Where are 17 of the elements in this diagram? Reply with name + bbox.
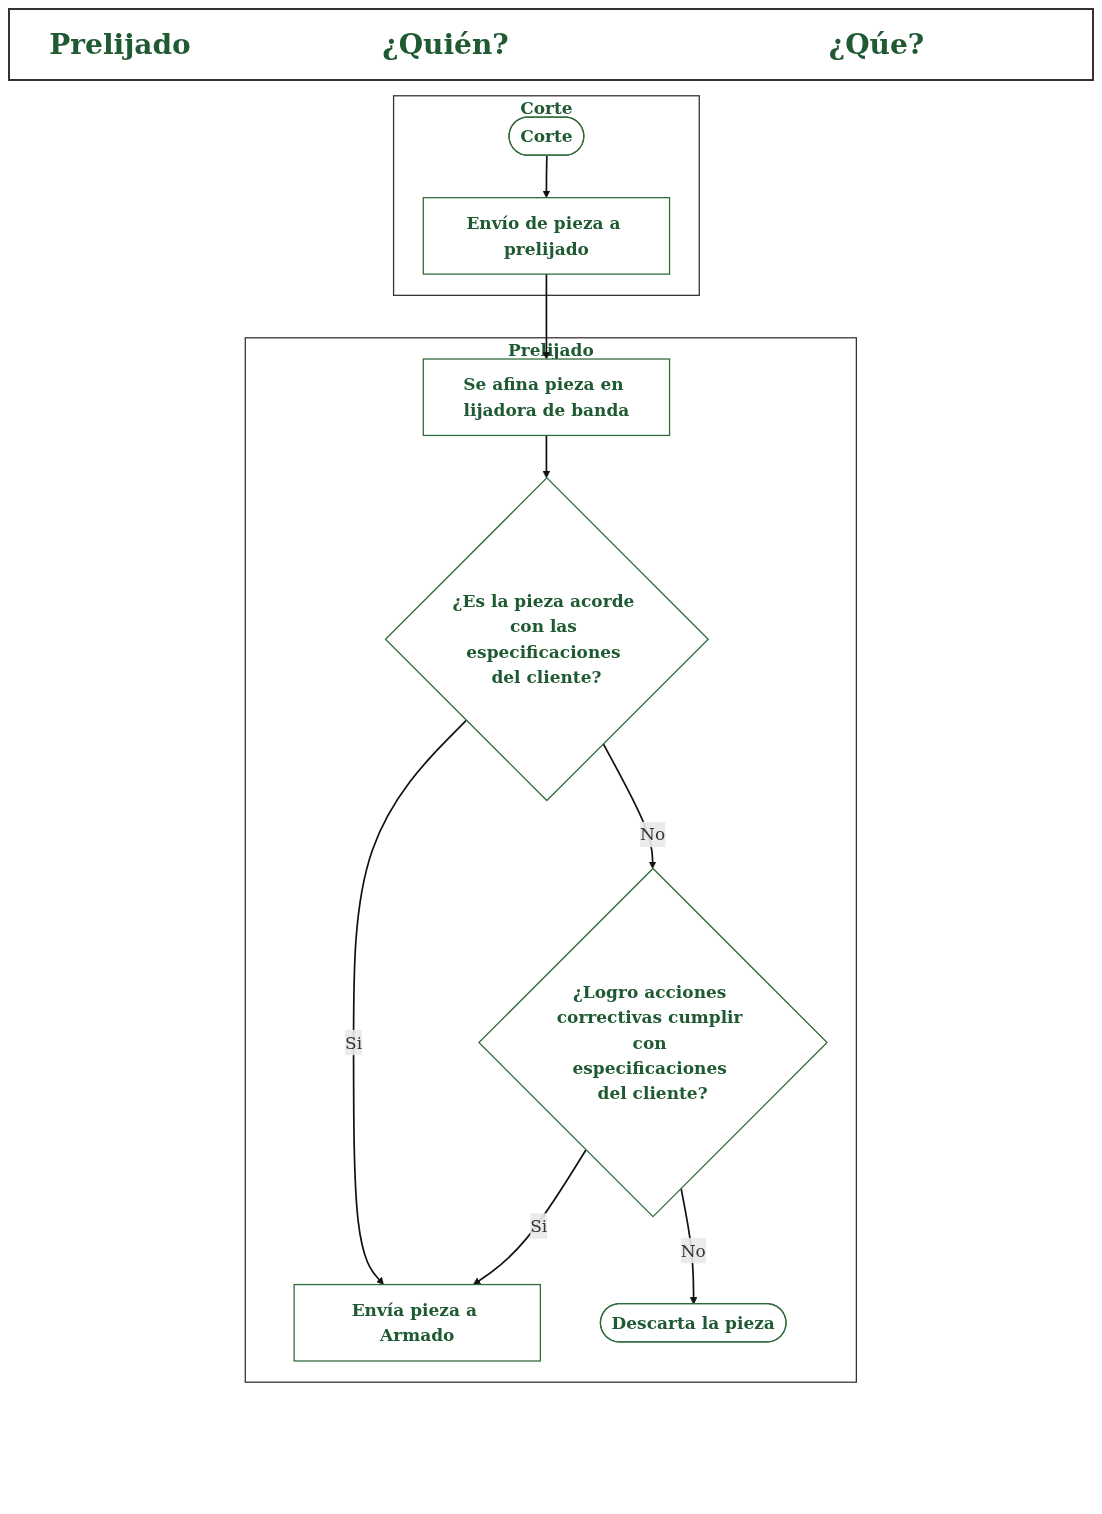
node-box: Se afina pieza en lijadora de banda — [422, 358, 671, 437]
arrow — [352, 719, 468, 1285]
process-title: Prelijado — [48, 27, 192, 63]
arrow — [542, 154, 551, 199]
edge-label: No — [680, 1240, 706, 1261]
column-heading: ¿Qúe? — [827, 27, 926, 63]
arrow — [542, 434, 551, 479]
edge-label: Si — [530, 1215, 548, 1237]
node-diamond: ¿Logro acciones correctivas cumplir con especificaciones del cliente? — [478, 867, 829, 1218]
arrow — [542, 273, 551, 360]
node-diamond: ¿Es la pieza acorde con las especificaciones del cliente? — [384, 477, 710, 802]
arrow — [473, 1149, 587, 1285]
edge-label: No — [640, 824, 666, 845]
node-box: Envío de pieza a prelijado — [422, 197, 671, 275]
column-heading: ¿Quién? — [381, 27, 510, 63]
node-box: Envía pieza a Armado — [293, 1283, 542, 1362]
edge-label: Si — [345, 1032, 363, 1053]
